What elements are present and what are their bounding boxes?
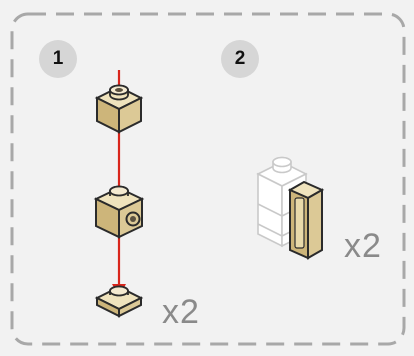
- step-number-badge-2: 2: [221, 40, 259, 78]
- step-number-badge-1: 1: [39, 40, 77, 78]
- step-1-quantity: x2: [162, 293, 200, 331]
- brick-1x1-side-stud: [93, 185, 145, 239]
- tile-1x2-side: [287, 180, 325, 260]
- step-2-quantity: x2: [344, 227, 382, 265]
- plate-1x1: [94, 285, 144, 318]
- brick-1x1-top: [94, 84, 144, 134]
